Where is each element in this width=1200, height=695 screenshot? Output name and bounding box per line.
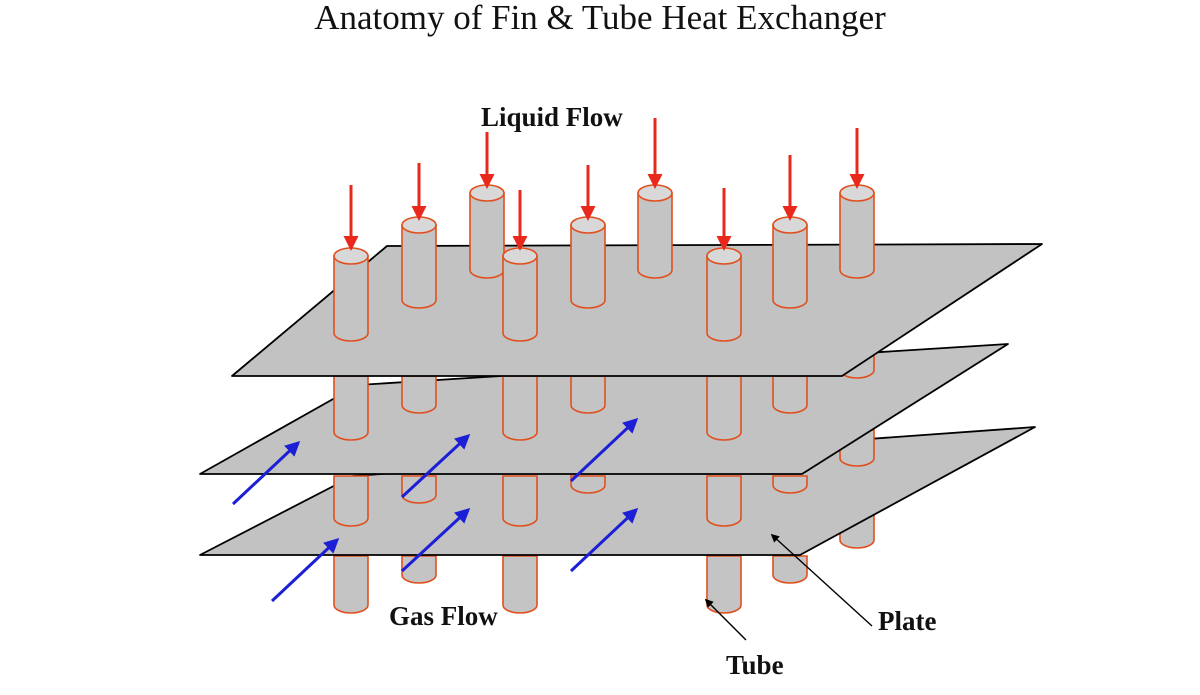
tube-end <box>333 247 369 265</box>
tube-segment-middle <box>570 475 606 494</box>
tube-body <box>839 192 875 279</box>
tube-body <box>502 475 538 527</box>
tube-segment-middle <box>333 475 369 527</box>
tube-end <box>570 216 606 234</box>
tube-body <box>333 375 369 441</box>
tube-body <box>706 555 742 614</box>
tube-body <box>706 475 742 527</box>
tube-body <box>333 255 369 342</box>
tube-segment-upper <box>502 375 538 441</box>
tube-body <box>401 375 437 414</box>
tube-segment-lower <box>401 555 437 584</box>
tube-pointer <box>704 598 747 641</box>
tube-segment-lower <box>333 555 369 614</box>
tube-segment-lower <box>706 555 742 614</box>
tube-body <box>570 224 606 309</box>
diagram-title: Anatomy of Fin & Tube Heat Exchanger <box>314 0 886 37</box>
gas-flow-arrow <box>231 440 301 506</box>
tube-top-section <box>637 184 673 279</box>
gas-flow-arrow <box>400 507 471 573</box>
gas-flow-arrow <box>569 507 639 573</box>
tube-top-section <box>469 184 505 279</box>
exchanger-artwork <box>199 118 1043 641</box>
tube-end <box>637 184 673 202</box>
tube-segment-upper <box>333 375 369 441</box>
tube-end <box>401 216 437 234</box>
tube-segment-upper <box>570 375 606 414</box>
tube-body <box>502 555 538 614</box>
tube-body <box>333 475 369 527</box>
plate-pointer <box>770 533 873 627</box>
tube-body <box>469 192 505 279</box>
tube-body <box>637 192 673 279</box>
tube-body <box>502 255 538 342</box>
tube-end <box>772 216 808 234</box>
tube-end <box>502 247 538 265</box>
tube-body <box>706 255 742 342</box>
tube-segment-upper <box>401 375 437 414</box>
gas-flow-arrow <box>270 537 340 603</box>
gas-flow-label: Gas Flow <box>389 601 498 631</box>
tube-segment-upper <box>706 375 742 441</box>
gas-flow-arrow <box>569 417 639 483</box>
tube-end <box>706 247 742 265</box>
tube-body <box>706 375 742 441</box>
tube-body <box>772 555 808 584</box>
tube-top-section <box>772 216 808 309</box>
tube-body <box>333 555 369 614</box>
tube-body <box>502 375 538 441</box>
gas-flow-arrow <box>400 433 471 499</box>
tube-body <box>570 475 606 494</box>
tube-segment-upper <box>772 375 808 414</box>
tube-top-section <box>502 247 538 342</box>
tube-top-section <box>333 247 369 342</box>
tube-body <box>401 224 437 309</box>
tube-body <box>772 375 808 414</box>
tube-segment-lower <box>502 555 538 614</box>
tube-body <box>401 555 437 584</box>
liquid-flow-label: Liquid Flow <box>481 102 623 132</box>
tube-body <box>570 375 606 414</box>
tube-top-section <box>570 216 606 309</box>
tube-end <box>469 184 505 202</box>
tube-label: Tube <box>726 650 784 680</box>
tube-top-section <box>839 184 875 279</box>
tube-segment-middle <box>706 475 742 527</box>
tube-top-section <box>706 247 742 342</box>
tube-body <box>772 475 808 494</box>
tube-segment-middle <box>502 475 538 527</box>
tube-body <box>772 224 808 309</box>
tube-segment-middle <box>772 475 808 494</box>
tube-end <box>839 184 875 202</box>
tube-top-section <box>401 216 437 309</box>
plate-label: Plate <box>878 606 936 636</box>
tube-segment-lower <box>772 555 808 584</box>
